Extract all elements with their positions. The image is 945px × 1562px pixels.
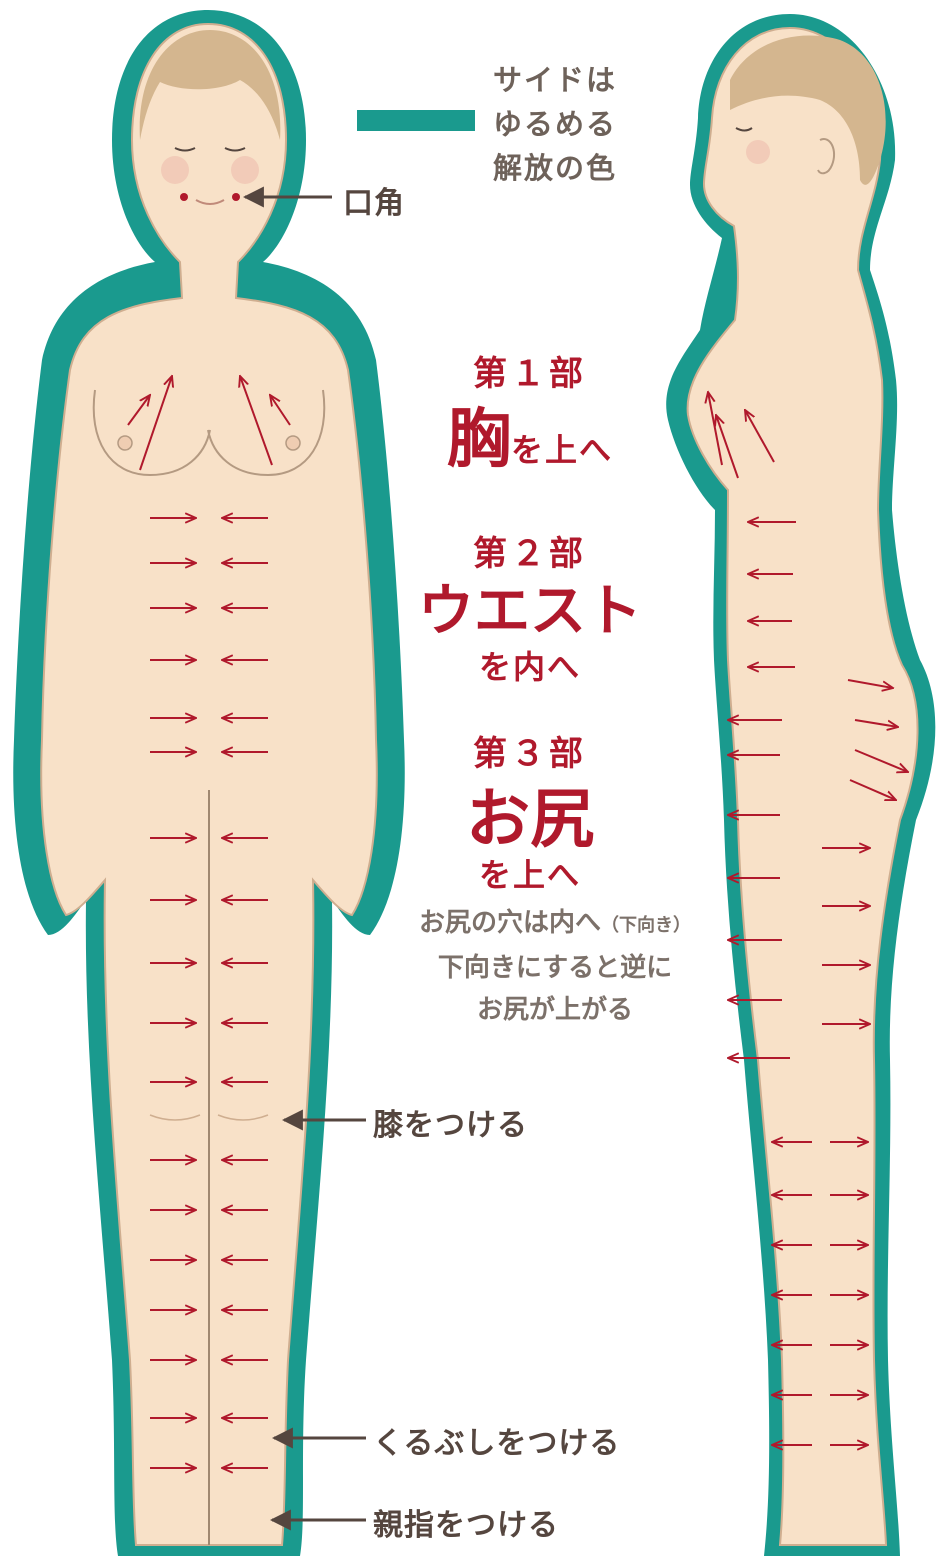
legend-line-2: ゆるめる: [493, 102, 617, 146]
section-1-suffix: を上へ: [511, 431, 613, 469]
toe-label: 親指をつける: [373, 1500, 559, 1544]
front-cheek-left: [161, 156, 189, 184]
note-line-2: 下向きにすると逆に: [380, 947, 730, 989]
ankle-label: くるぶしをつける: [373, 1418, 620, 1462]
note-line-1: お尻の穴は内へ（下向き）: [380, 902, 730, 947]
knee-label: 膝をつける: [373, 1100, 528, 1144]
legend-label: サイドは ゆるめる 解放の色: [493, 58, 617, 190]
buttock-note: お尻の穴は内へ（下向き） 下向きにすると逆に お尻が上がる: [380, 902, 730, 1031]
section-3-suffix: を上へ: [420, 850, 640, 896]
mouth-corner-dot-left: [180, 193, 188, 201]
note-line-3: お尻が上がる: [380, 989, 730, 1031]
section-1-heading: 胸を上へ: [420, 388, 640, 480]
front-figure: [13, 10, 405, 1556]
section-3-big: お尻: [420, 768, 640, 860]
front-cheek-right: [231, 156, 259, 184]
note-line-1-small: （下向き）: [601, 915, 691, 936]
section-2-suffix: を内へ: [420, 642, 640, 688]
legend-line-3: 解放の色: [493, 146, 617, 190]
legend-line-1: サイドは: [493, 58, 617, 102]
side-cheek: [746, 140, 770, 164]
front-nipple-left: [118, 436, 132, 450]
mouth-corner-dot-right: [232, 193, 240, 201]
mouth-corner-label: 口角: [343, 178, 405, 222]
side-figure: [666, 14, 935, 1556]
front-nipple-right: [286, 436, 300, 450]
section-1-big: 胸: [447, 403, 511, 477]
legend-swatch: [357, 110, 475, 131]
section-2-big: ウエスト: [400, 566, 660, 647]
